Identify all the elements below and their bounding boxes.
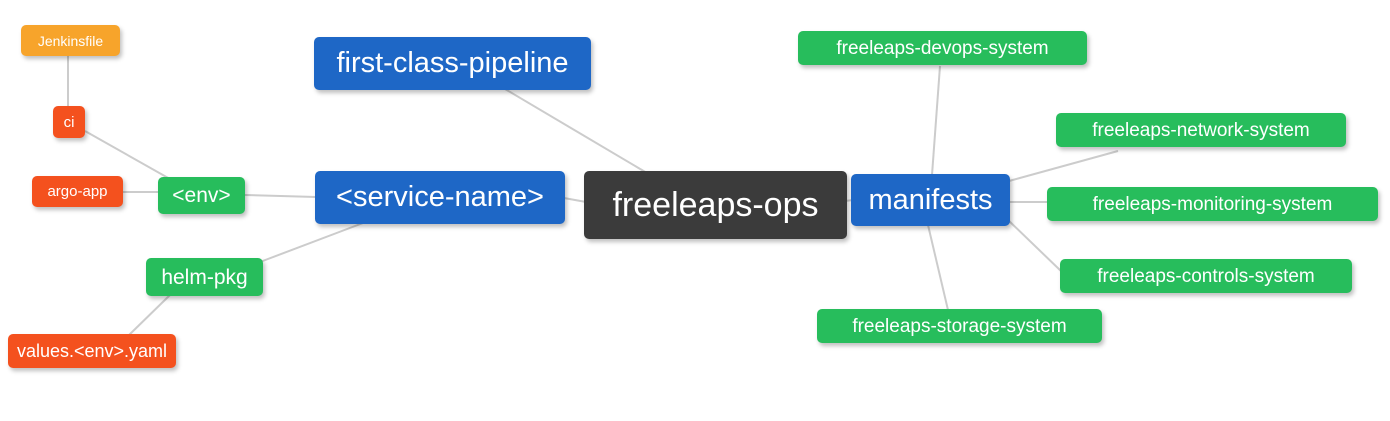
node-manifests[interactable]: manifests [851, 174, 1010, 226]
node-helm-pkg[interactable]: helm-pkg [146, 258, 263, 296]
edge-helm-pkg-values-env-yaml [127, 294, 171, 337]
node-jenkinsfile[interactable]: Jenkinsfile [21, 25, 120, 56]
node-freeleaps-monitoring-system[interactable]: freeleaps-monitoring-system [1047, 187, 1378, 221]
node-freeleaps-devops-system[interactable]: freeleaps-devops-system [798, 31, 1087, 65]
node-freeleaps-ops[interactable]: freeleaps-ops [584, 171, 847, 239]
edge-ci-env [84, 130, 171, 180]
edge-manifests-controls-system [1006, 218, 1063, 273]
node-freeleaps-storage-system[interactable]: freeleaps-storage-system [817, 309, 1102, 343]
node-freeleaps-controls-system[interactable]: freeleaps-controls-system [1060, 259, 1352, 293]
edge-first-class-pipeline-ops [504, 88, 648, 174]
node-ci[interactable]: ci [53, 106, 85, 138]
edge-env-service-name [244, 194, 317, 198]
node-argo-app[interactable]: argo-app [32, 176, 123, 207]
edge-service-name-helm-pkg [259, 222, 364, 263]
edge-manifests-storage-system [927, 224, 949, 311]
node-freeleaps-network-system[interactable]: freeleaps-network-system [1056, 113, 1346, 147]
node-values-env-yaml[interactable]: values.<env>.yaml [8, 334, 176, 368]
node-env[interactable]: <env> [158, 177, 245, 214]
node-service-name[interactable]: <service-name> [315, 171, 565, 224]
node-first-class-pipeline[interactable]: first-class-pipeline [314, 37, 591, 90]
edge-manifests-devops-system [931, 65, 941, 176]
edge-service-name-ops [563, 197, 587, 203]
edge-manifests-network-system [1008, 150, 1119, 182]
